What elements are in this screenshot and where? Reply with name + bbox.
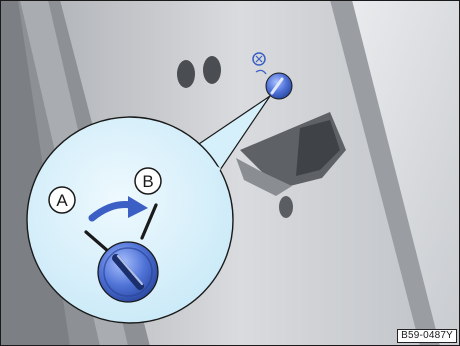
reference-code: B59-0487Y: [397, 329, 457, 343]
hinge-hole-2: [203, 56, 221, 84]
label-b: B: [142, 172, 153, 191]
hinge-hole-1: [177, 60, 195, 88]
child-lock-knob: [266, 73, 292, 99]
label-a: A: [56, 191, 68, 210]
hinge-hole-3: [279, 196, 293, 218]
